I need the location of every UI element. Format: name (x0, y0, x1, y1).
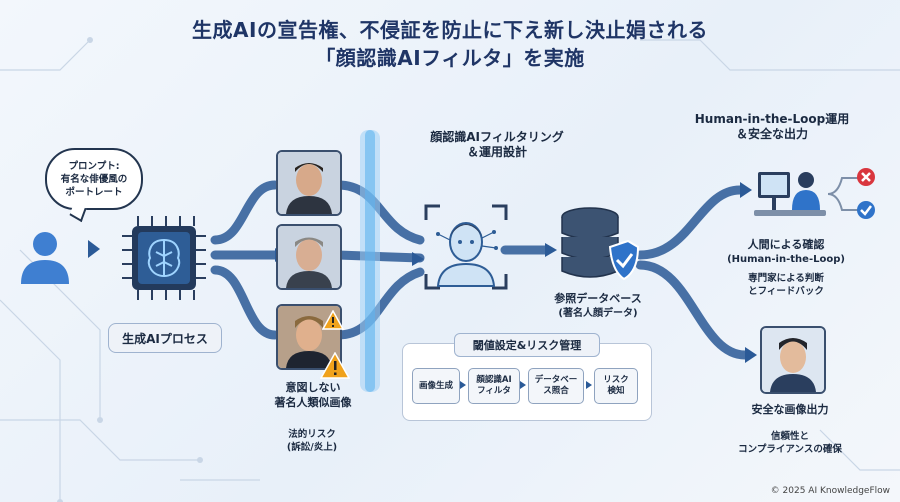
filtering-heading-line-1: 顔認識AIフィルタリング (430, 130, 564, 144)
safe-output-label: 安全な画像出力 (751, 403, 829, 416)
flow-to-face-1 (210, 180, 280, 245)
prompt-line-1: プロンプト: (68, 160, 120, 172)
human-review-label: 人間による確認 (Human-in-the-Loop) (716, 237, 856, 267)
expert-feedback-note: 専門家による判断 とフィードバック (718, 272, 854, 298)
flow-db-review (635, 185, 745, 260)
legal-risk-note: 法的リスク (訴訟/炎上) (262, 428, 362, 454)
prompt-line-3: ポートレート (65, 186, 123, 198)
decision-branch (827, 177, 858, 211)
prompt-bubble: プロンプト: 有名な俳優風の ポートレート (45, 148, 143, 210)
panel-step-arrows (460, 381, 592, 389)
user-icon (21, 232, 69, 284)
hitl-heading-line-2: ＆安全な出力 (735, 127, 808, 141)
generated-face-1 (276, 150, 342, 216)
filtering-heading: 顔認識AIフィルタリング ＆運用設計 (418, 130, 576, 160)
risk-line-1: 法的リスク (288, 429, 336, 440)
ai-chip-icon (122, 216, 206, 300)
database-label-line-2: (著名人顔データ) (558, 308, 638, 319)
reject-icon (857, 168, 875, 186)
compliance-note: 信頼性と コンプライアンスの確保 (706, 430, 874, 456)
flow-to-face-3 (210, 265, 280, 340)
warning-icon (322, 310, 344, 330)
step-face-filter: 顔認識AI フィルタ (468, 368, 520, 404)
reviewer-icon (754, 172, 826, 216)
database-label: 参照データベース (著名人顔データ) (536, 291, 660, 321)
step-image-generation: 画像生成 (412, 368, 460, 404)
compliance-line-1: 信頼性と (770, 431, 809, 442)
approve-icon (857, 201, 875, 219)
database-label-line-1: 参照データベース (554, 292, 642, 305)
review-line-1: 人間による確認 (747, 238, 825, 251)
hitl-heading-line-1: Human-in-the-Loop運用 (694, 112, 850, 126)
filtering-heading-line-2: ＆運用設計 (466, 145, 527, 159)
risky-label-line-2: 著名人類似画像 (274, 396, 352, 409)
page-title: 生成AIの宣告権、不侵証を防止に下え新し決止娟される (192, 18, 708, 42)
risky-label-line-1: 意図しない (285, 381, 341, 394)
generated-face-2 (276, 224, 342, 290)
hitl-heading: Human-in-the-Loop運用 ＆安全な出力 (672, 112, 872, 142)
compliance-line-2: コンプライアンスの確保 (738, 444, 842, 455)
feedback-line-2: とフィードバック (748, 286, 824, 297)
face-scan-icon (424, 204, 508, 290)
prompt-line-2: 有名な俳優風の (60, 173, 128, 185)
warning-large-icon (320, 352, 350, 379)
feedback-line-1: 専門家による判断 (748, 273, 824, 284)
threshold-panel-title: 閾値設定&リスク管理 (454, 333, 600, 357)
step-db-match: データベー ス照合 (528, 368, 584, 404)
copyright-text: © 2025 AI KnowledgeFlow (770, 486, 890, 496)
database-icon (561, 207, 640, 281)
step-risk-detect: リスク 検知 (594, 368, 638, 404)
risky-output-label: 意図しない 著名人類似画像 (258, 380, 368, 410)
flow-db-safe (635, 260, 750, 360)
review-line-2: (Human-in-the-Loop) (727, 254, 845, 265)
risk-line-2: (訴訟/炎上) (286, 442, 338, 453)
ai-process-label: 生成AIプロセス (108, 323, 222, 353)
page-subtitle: 「顔認識AIフィルタ」を実施 (315, 46, 585, 70)
safe-output-image (760, 326, 826, 394)
